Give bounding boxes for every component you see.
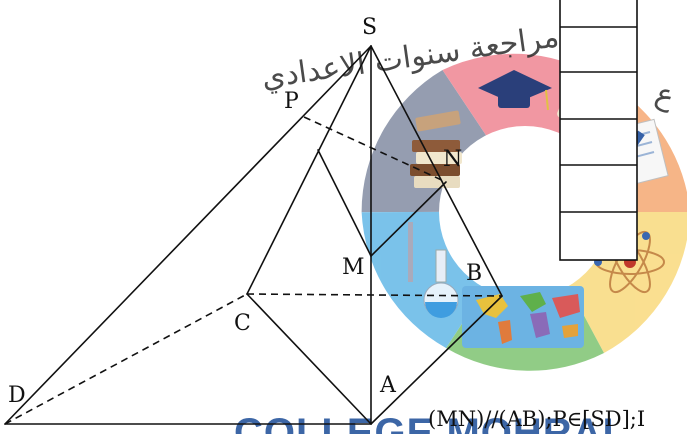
solid-edges	[4, 45, 503, 425]
ring-segment-yellow	[566, 212, 687, 353]
caption-hypothesis: (MN)//(AB);P∈[SD];I	[428, 407, 645, 431]
books-icon	[410, 110, 462, 188]
edge-A-B	[370, 295, 503, 425]
label-P: P	[284, 89, 299, 114]
edge-D-C	[4, 293, 248, 425]
watermark-arabic-line2: ع	[651, 76, 680, 115]
flask-icon	[408, 222, 459, 318]
ring-segment-blue	[361, 211, 488, 348]
edge-S-D	[4, 45, 372, 425]
edge-P-N	[303, 116, 447, 183]
edge-A-C	[246, 293, 372, 425]
label-D: D	[8, 383, 26, 408]
label-M: M	[342, 255, 365, 280]
label-N: N	[443, 147, 462, 172]
atom-icon	[594, 230, 665, 294]
edge-S-C	[246, 45, 372, 295]
edge-P-M	[317, 149, 372, 257]
bookmark-list	[559, 0, 638, 261]
edge-S-B	[370, 45, 503, 297]
hidden-edges	[4, 116, 503, 425]
label-A: A	[379, 373, 397, 398]
graduation-cap-icon	[478, 70, 552, 111]
label-B: B	[466, 261, 482, 286]
watermark-banner: COLLEGE MOHRAL	[234, 411, 628, 434]
edge-M-N	[370, 181, 447, 257]
edge-C-B	[246, 293, 503, 297]
label-S: S	[362, 15, 377, 40]
world-map-icon	[462, 286, 584, 348]
label-C: C	[234, 311, 251, 336]
